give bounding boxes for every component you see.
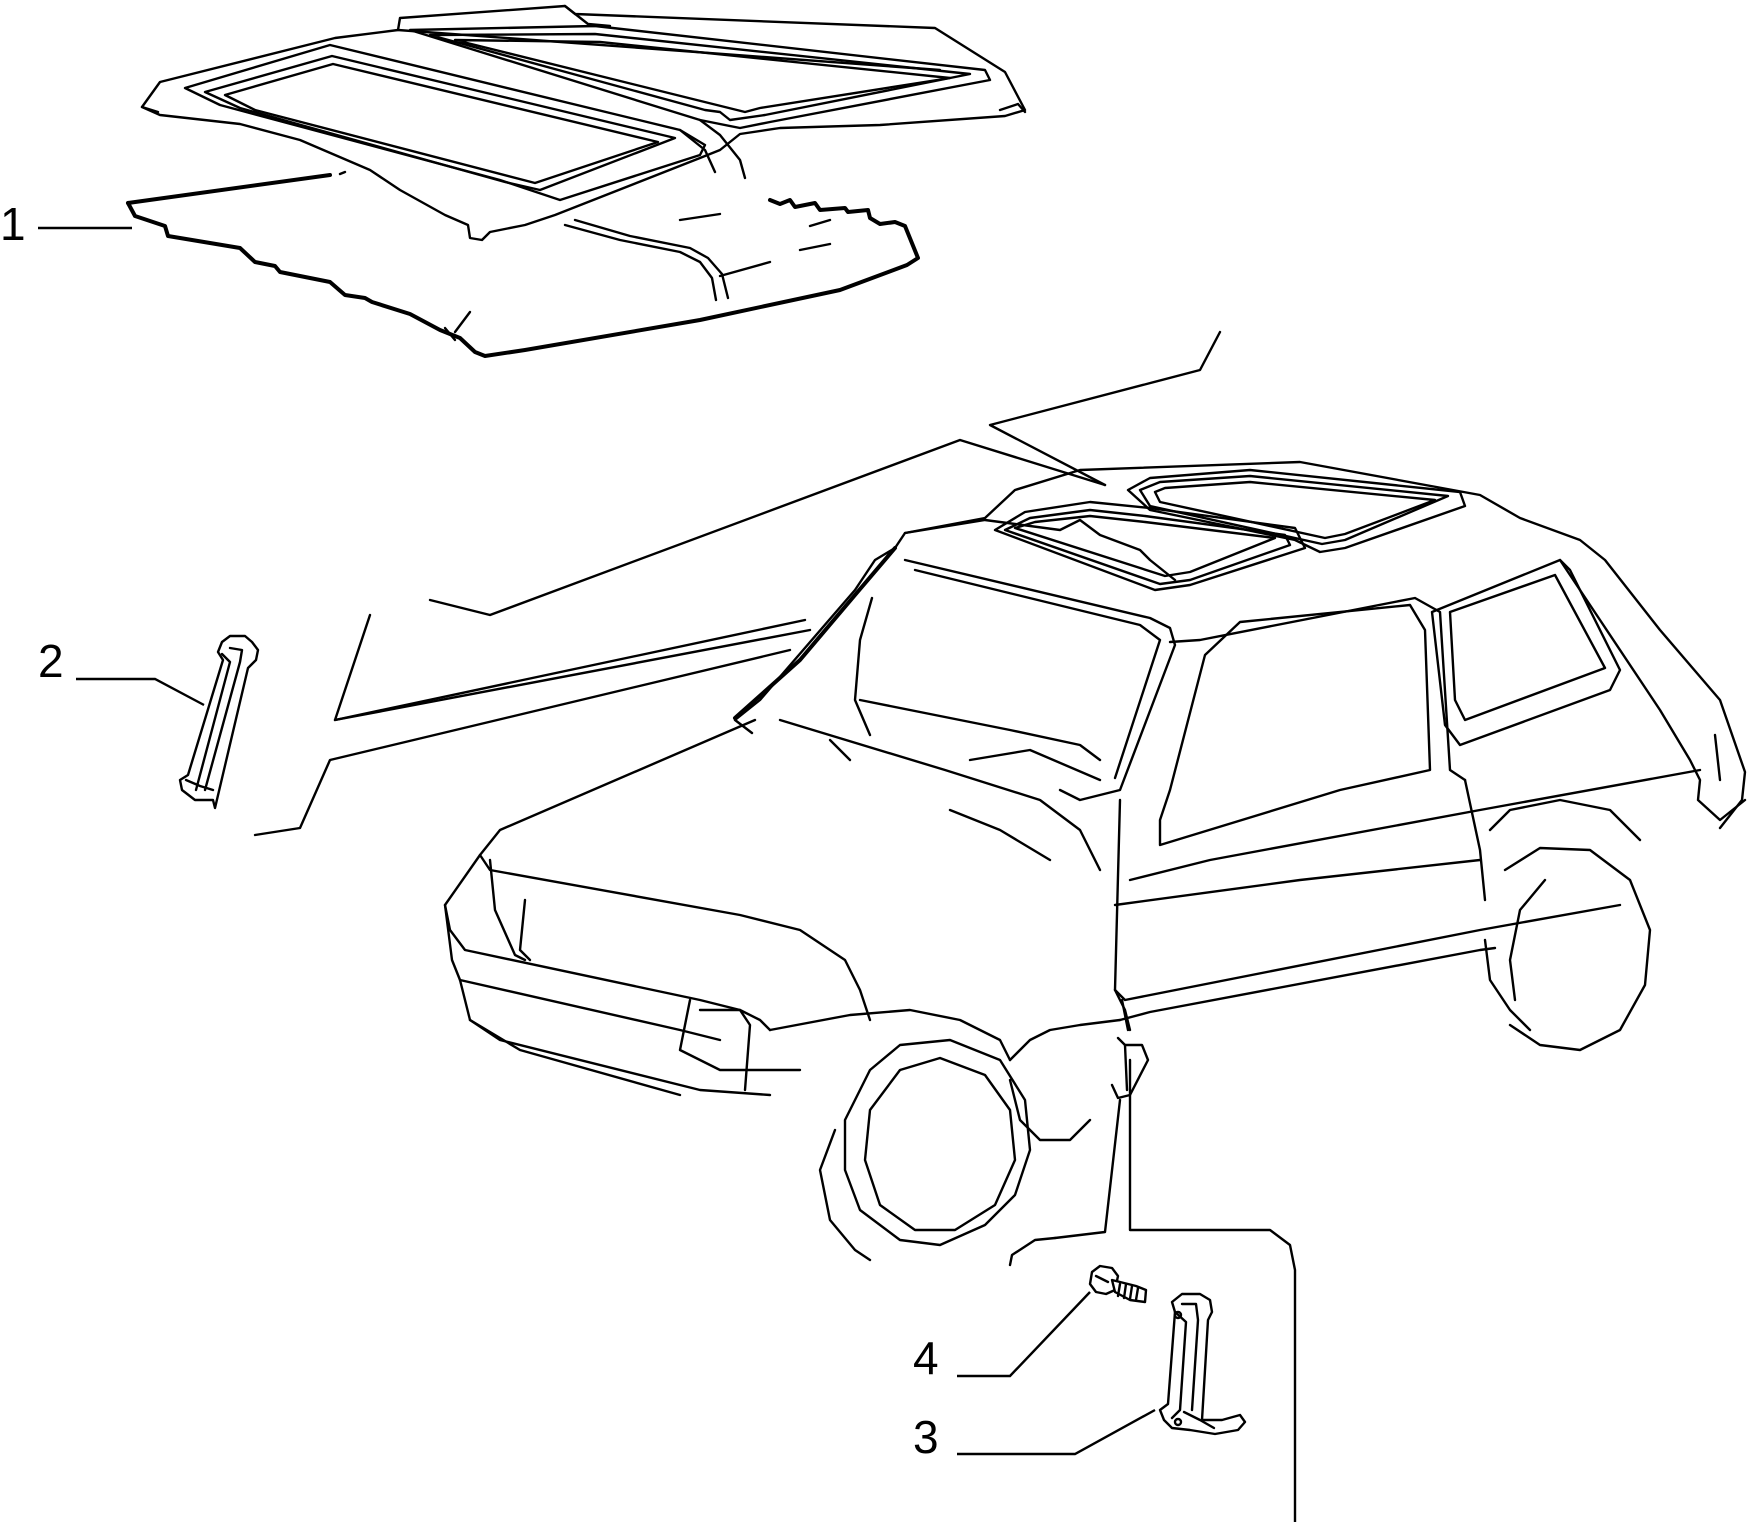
- screw: [957, 1264, 1148, 1378]
- roof-headliner-panel: [38, 4, 1027, 358]
- callout-3: 3: [913, 1411, 939, 1463]
- callout-2: 2: [38, 635, 64, 687]
- pillar-trim: [76, 634, 260, 810]
- sill-bracket: [957, 1292, 1247, 1456]
- car-body: [253, 330, 1747, 1522]
- callout-4: 4: [913, 1332, 939, 1384]
- callout-1: 1: [0, 198, 26, 250]
